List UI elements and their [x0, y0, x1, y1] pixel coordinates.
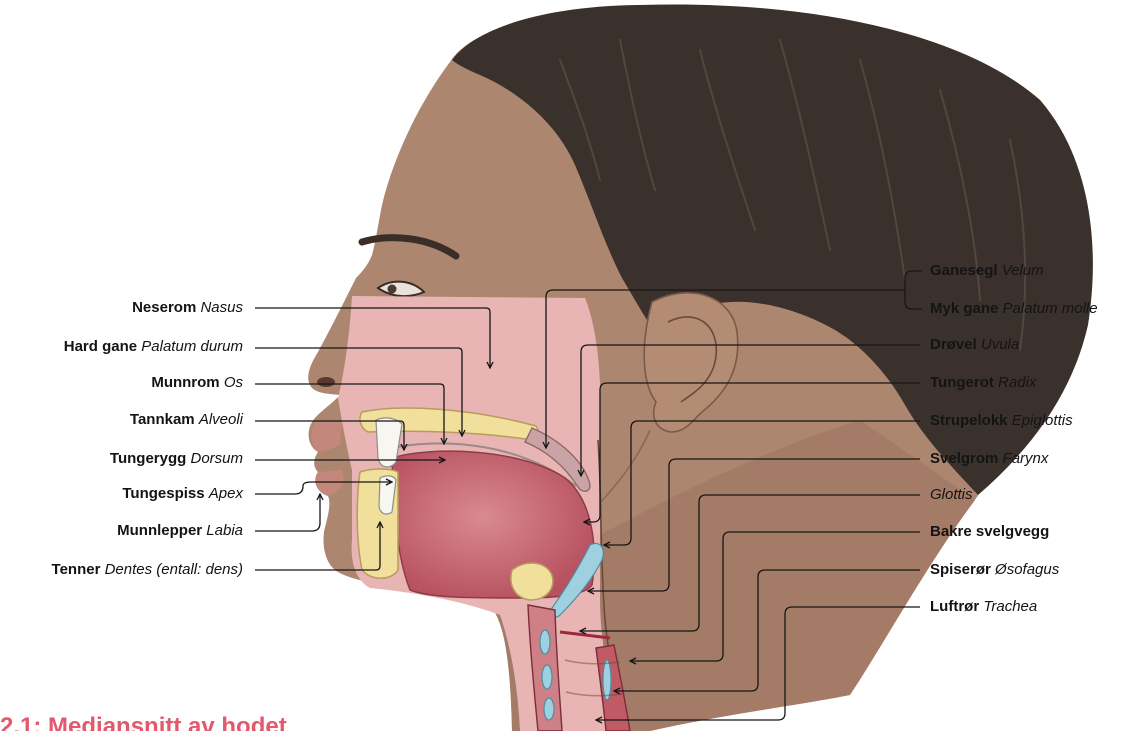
label-term: Bakre svelgvegg [930, 523, 1049, 540]
iris [388, 285, 397, 294]
label-latin: Uvula [981, 336, 1019, 353]
label-term: Tungerygg [110, 450, 186, 467]
label-neserom: Neserom Nasus [0, 299, 243, 317]
tracheal-ring [542, 665, 552, 689]
label-latin: Farynx [1003, 450, 1049, 467]
label-hard-gane: Hard gane Palatum durum [0, 338, 243, 356]
label-svelgrom: Svelgrom Farynx [930, 450, 1048, 468]
label-latin: Radix [998, 374, 1036, 391]
nostril [317, 377, 335, 387]
label-latin: Palatum molle [1003, 300, 1098, 317]
label-latin: Dentes (entall: dens) [105, 561, 243, 578]
label-tungespiss: Tungespiss Apex [0, 485, 243, 503]
label-latin: Alveoli [199, 411, 243, 428]
label-term: Svelgrom [930, 450, 998, 467]
label-term: Luftrør [930, 598, 979, 615]
figure-caption: 2.1: Mediansnitt av hodet [0, 709, 360, 731]
label-munnrom: Munnrom Os [0, 374, 243, 392]
label-term: Hard gane [64, 338, 137, 355]
label-tenner: Tenner Dentes (entall: dens) [0, 561, 243, 579]
label-term: Tungerot [930, 374, 994, 391]
leader-line-munnlepper [255, 494, 320, 531]
tracheal-ring [544, 698, 554, 720]
label-term: Tannkam [130, 411, 195, 428]
label-tungerygg: Tungerygg Dorsum [0, 450, 243, 468]
label-term: Ganesegl [930, 262, 998, 279]
label-myk-gane: Myk gane Palatum molle [930, 300, 1098, 318]
label-latin: Apex [209, 485, 243, 502]
label-term: Spiserør [930, 561, 991, 578]
label-latin: Glottis [930, 486, 973, 503]
label-bakre-svelgvegg: Bakre svelgvegg [930, 523, 1049, 541]
label-term: Munnrom [151, 374, 219, 391]
hyoid [511, 563, 553, 600]
label-tungerot: Tungerot Radix [930, 374, 1036, 392]
label-latin: Trachea [983, 598, 1037, 615]
label-latin: Øsofagus [995, 561, 1059, 578]
label-latin: Labia [206, 522, 243, 539]
label-latin: Palatum durum [141, 338, 243, 355]
label-munnlepper: Munnlepper Labia [0, 522, 243, 540]
label-glottis: Glottis [930, 486, 973, 504]
label-latin: Epiglottis [1012, 412, 1073, 429]
label-tannkam: Tannkam Alveoli [0, 411, 243, 429]
label-spiseror: Spiserør Øsofagus [930, 561, 1059, 579]
label-ganesegl: Ganesegl Velum [930, 262, 1044, 280]
tracheal-ring [540, 630, 550, 654]
label-latin: Velum [1002, 262, 1044, 279]
label-term: Tungespiss [122, 485, 204, 502]
label-strupelokk: Strupelokk Epiglottis [930, 412, 1073, 430]
label-term: Myk gane [930, 300, 998, 317]
label-latin: Os [224, 374, 243, 391]
label-term: Drøvel [930, 336, 977, 353]
label-term: Neserom [132, 299, 196, 316]
label-term: Munnlepper [117, 522, 202, 539]
label-term: Strupelokk [930, 412, 1008, 429]
label-drovel: Drøvel Uvula [930, 336, 1019, 354]
label-luftror: Luftrør Trachea [930, 598, 1037, 616]
esophagus-lumen [603, 660, 611, 700]
label-latin: Nasus [200, 299, 243, 316]
label-term: Tenner [52, 561, 101, 578]
label-latin: Dorsum [190, 450, 243, 467]
